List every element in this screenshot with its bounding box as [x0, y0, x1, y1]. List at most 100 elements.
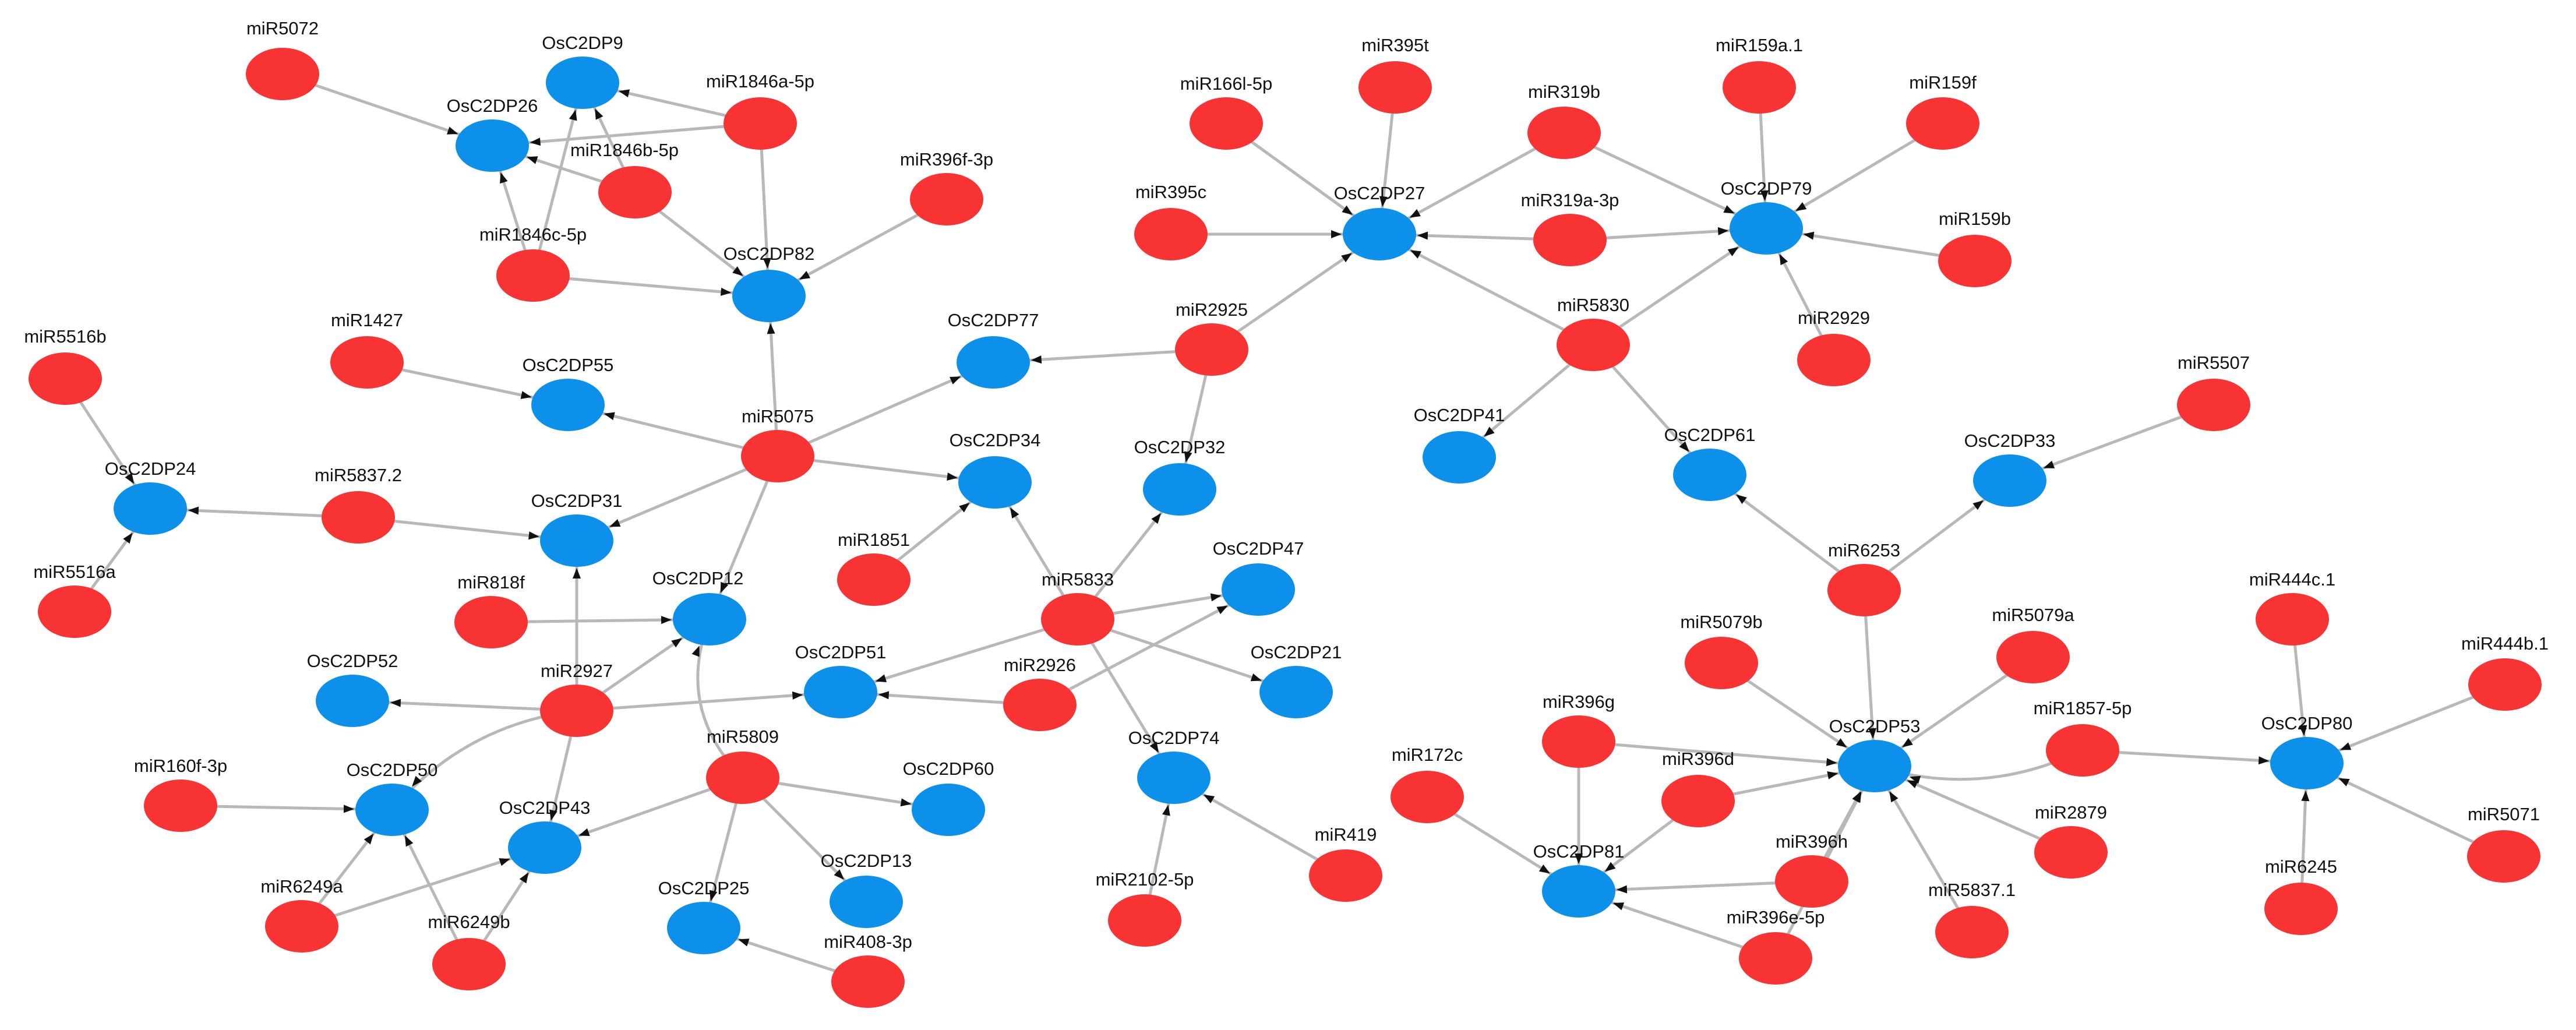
arrowhead-mir1846b-5p-to-osc2dp9 [595, 108, 604, 120]
node-mir396h [1775, 855, 1848, 908]
node-label-osc2dp33: OsC2DP33 [1964, 431, 2056, 451]
node-label-osc2dp81: OsC2DP81 [1533, 841, 1625, 862]
node-label-mir396f-3p: miR396f-3p [900, 149, 993, 170]
node-mir6249a [265, 900, 338, 953]
arrowhead-mir2926-to-osc2dp51 [878, 691, 890, 700]
node-mir2102-5p [1108, 894, 1181, 947]
edge-mir6249b-to-osc2dp50 [390, 809, 471, 965]
arrowhead-mir5833-to-osc2dp47 [1210, 593, 1222, 602]
edge-mir6253-to-osc2dp61 [1709, 473, 1865, 592]
arrowhead-mir319a-3p-to-osc2dp27 [1417, 231, 1428, 240]
node-mir1846b-5p [598, 166, 672, 218]
node-label-mir396h: miR396h [1776, 831, 1848, 852]
edge-mir2927-to-osc2dp52 [352, 699, 577, 712]
node-label-mir1851: miR1851 [838, 530, 910, 550]
node-label-mir444c-1: miR444c.1 [2249, 569, 2335, 590]
node-label-osc2dp32: OsC2DP32 [1134, 437, 1226, 457]
edge-mir396f-3p-to-osc2dp82 [768, 197, 948, 298]
node-mir1427 [330, 336, 404, 389]
node-osc2dp27 [1343, 208, 1416, 260]
node-mir818f [454, 596, 528, 648]
node-label-mir396d: miR396d [1662, 749, 1734, 769]
node-label-osc2dp41: OsC2DP41 [1414, 405, 1505, 425]
node-label-osc2dp27: OsC2DP27 [1334, 183, 1425, 203]
arrowhead-mir396d-to-osc2dp81 [1604, 862, 1616, 872]
arrowhead-mir1846c-5p-to-osc2dp26 [500, 172, 508, 184]
arrowhead-mir5072-to-osc2dp26 [446, 126, 458, 135]
node-mir2926 [1003, 679, 1077, 731]
arrowhead-mir159b-to-osc2dp79 [1803, 231, 1815, 240]
node-label-osc2dp25: OsC2DP25 [658, 878, 750, 898]
node-label-osc2dp61: OsC2DP61 [1664, 425, 1756, 445]
arrowhead-mir2926-to-osc2dp47 [1216, 605, 1228, 615]
node-osc2dp33 [1973, 454, 2046, 507]
node-mir1851 [837, 553, 911, 606]
node-mir5507 [2177, 379, 2250, 431]
arrowhead-mir2927-to-osc2dp31 [573, 568, 581, 579]
node-mir396g [1542, 715, 1615, 768]
node-osc2dp60 [912, 784, 985, 836]
node-osc2dp9 [546, 57, 619, 109]
arrowhead-mir159f-to-osc2dp79 [1795, 202, 1807, 211]
node-label-mir1427: miR1427 [331, 310, 403, 330]
arrowhead-mir5830-to-osc2dp27 [1410, 250, 1421, 259]
node-osc2dp53 [1838, 740, 1911, 792]
arrowhead-mir166l-5p-to-osc2dp27 [1342, 205, 1353, 215]
arrowhead-mir5075-to-osc2dp82 [767, 323, 775, 334]
edge-mir1857-5p-to-osc2dp80 [2082, 749, 2307, 765]
arrowhead-mir444c-1-to-osc2dp80 [2299, 725, 2307, 736]
node-mir5079a [1996, 631, 2070, 683]
node-osc2dp31 [540, 514, 613, 567]
node-label-mir1846b-5p: miR1846b-5p [570, 140, 679, 160]
arrowhead-mir1846b-5p-to-osc2dp82 [732, 266, 743, 276]
arrowhead-mir5507-to-osc2dp33 [2043, 460, 2055, 468]
arrowhead-mir319b-to-osc2dp79 [1723, 205, 1735, 214]
node-mir5516a [38, 585, 111, 638]
node-label-mir1857-5p: miR1857-5p [2034, 698, 2132, 718]
node-label-mir408-3p: miR408-3p [824, 932, 912, 952]
node-label-osc2dp77: OsC2DP77 [948, 310, 1039, 330]
arrowhead-mir6253-to-osc2dp33 [1972, 500, 1984, 510]
arrowhead-mir6249a-to-osc2dp50 [364, 833, 374, 845]
node-label-mir5079a: miR5079a [1992, 605, 2074, 625]
arrowhead-mir396h-to-osc2dp81 [1616, 885, 1628, 894]
arrowhead-mir6253-to-osc2dp53 [1868, 728, 1877, 739]
node-osc2dp12 [673, 593, 746, 645]
node-label-osc2dp74: OsC2DP74 [1128, 728, 1220, 748]
node-osc2dp34 [958, 456, 1032, 509]
arrowhead-mir1846a-5p-to-osc2dp9 [618, 89, 630, 98]
arrowhead-mir5075-to-osc2dp77 [950, 376, 961, 385]
node-label-mir5837-1: miR5837.1 [1928, 880, 2016, 900]
arrowhead-layer [123, 89, 2352, 947]
arrowhead-mir5075-to-osc2dp31 [609, 518, 621, 527]
arrowhead-mir2927-to-osc2dp51 [792, 691, 803, 700]
node-mir5837-1 [1935, 906, 2009, 958]
node-mir2929 [1797, 334, 1871, 386]
arrowhead-mir396g-to-osc2dp53 [1826, 758, 1837, 767]
node-mir396d [1661, 775, 1735, 827]
node-label-mir396g: miR396g [1543, 692, 1615, 712]
node-label-osc2dp60: OsC2DP60 [903, 759, 994, 779]
arrowhead-mir1846a-5p-to-osc2dp82 [763, 258, 771, 269]
node-mir2925 [1175, 323, 1248, 376]
node-label-mir5833: miR5833 [1042, 569, 1114, 590]
arrowhead-mir319a-3p-to-osc2dp79 [1717, 227, 1729, 235]
node-mir159f [1906, 97, 1979, 150]
arrowhead-mir5516a-to-osc2dp24 [123, 532, 133, 544]
node-osc2dp77 [957, 336, 1030, 389]
node-label-mir395t: miR395t [1361, 35, 1429, 55]
node-label-mir5079b: miR5079b [1680, 612, 1762, 632]
node-label-mir5837-2: miR5837.2 [315, 465, 402, 485]
arrowhead-mir5809-to-osc2dp12 [691, 645, 700, 657]
node-mir5075 [741, 430, 814, 482]
node-label-mir5071: miR5071 [2468, 804, 2540, 824]
node-osc2dp80 [2270, 737, 2344, 789]
node-mir408-3p [831, 955, 905, 1008]
arrowhead-mir1857-5p-to-osc2dp80 [2258, 756, 2270, 765]
arrowhead-mir1846c-5p-to-osc2dp82 [720, 287, 732, 296]
edge-mir5075-to-osc2dp55 [567, 403, 778, 458]
arrowhead-mir5075-to-osc2dp34 [947, 472, 958, 481]
node-label-osc2dp79: OsC2DP79 [1721, 178, 1812, 199]
arrowhead-mir396e-5p-to-osc2dp53 [1852, 792, 1862, 803]
node-label-mir2102-5p: miR2102-5p [1096, 869, 1194, 890]
